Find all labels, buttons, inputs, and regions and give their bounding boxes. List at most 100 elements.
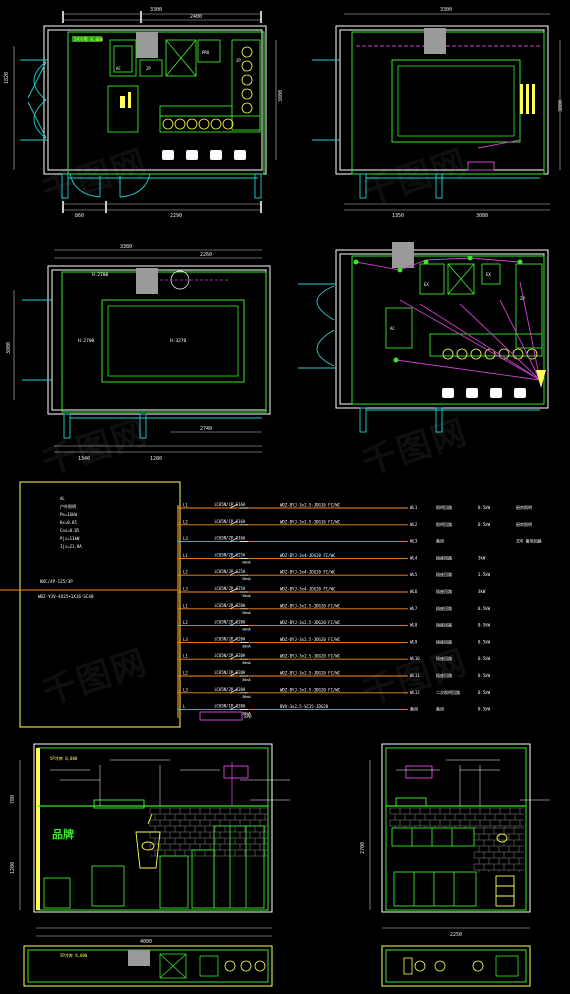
circuit-breaker: iC65N/2P C20A xyxy=(214,636,246,641)
circuit-breaker: iC65N/2P C20A xyxy=(214,620,246,625)
plan-c-dim-top-2: 2260 xyxy=(200,252,212,258)
circuit-id: WL9 xyxy=(410,639,418,644)
plan-b-ceiling-plan: 3300 1350 3080 3800 xyxy=(312,7,564,219)
circuit-breaker-symbol xyxy=(229,638,248,643)
circuit-id: 备用 xyxy=(410,706,418,712)
plan-c-dim-top-1: 3380 xyxy=(120,244,132,250)
circuit-cable: WDZ-BYJ-3x2.5-JDG20 FC/WC xyxy=(280,637,341,642)
plan-c-ceiling-label-1: H:2700 xyxy=(92,272,109,278)
plan-b-dim-bottom-2: 3080 xyxy=(476,213,488,219)
circuit-name: 插座回路 xyxy=(436,571,452,577)
circuit-phase: L2 xyxy=(183,519,188,524)
panel-spec-line: Ijs=21.9A xyxy=(60,544,82,549)
circuit-cable: WDZ-BYJ-3x2.5-JDG20 FC/WC xyxy=(280,603,341,608)
elev-right-dim-bottom-1: 2250 xyxy=(450,932,462,938)
circuit-breaker: iC65N/2P C25A xyxy=(214,569,246,574)
circuit-cable: WDZ-BYJ-3x2.5-JDG16 FC/WC xyxy=(280,519,341,524)
plan-b-dim-side-1: 3800 xyxy=(558,100,564,112)
circuit-rcd: 30mA xyxy=(242,695,251,699)
circuit-id: WL5 xyxy=(410,572,418,577)
plan-c-ceiling-label-3: H:3270 xyxy=(170,338,187,344)
elevation-left-kitchen-wall: 780 1200 4000 xyxy=(10,743,290,945)
circuit-id: WL3 xyxy=(410,539,418,544)
circuit-name: 照明回路 xyxy=(436,521,452,527)
plan-b-dim-top-1: 3300 xyxy=(440,7,452,13)
circuit-phase: L1 xyxy=(183,503,188,508)
circuit-breaker-symbol xyxy=(229,604,248,610)
plan-d-equip-2: EX xyxy=(486,272,491,277)
circuit-breaker-symbol xyxy=(229,587,248,593)
circuit-name: 插座回路 xyxy=(436,672,452,678)
circuit-cable: WDZ-BYJ-3x4-JDG20 FC/WC xyxy=(280,570,336,575)
circuit-breaker: iC65N/2P C25A xyxy=(214,552,246,557)
circuit-load: 0.5kW xyxy=(478,656,491,661)
circuit-load: 3kW xyxy=(478,589,486,594)
plan-c-dim-bottom-3: 2740 xyxy=(200,426,212,432)
circuit-phase: L3 xyxy=(183,637,188,642)
panel-incoming-cable: WDZ-YJV-4X25+1X16-SC40 xyxy=(38,594,94,599)
circuit-breaker: iC65N/1P C20A xyxy=(214,704,246,709)
panel-circuit-rows: L1 iC65N/1P C16A WDZ-BYJ-3x2.5-JDG16 FC/WC… xyxy=(178,502,542,716)
panel-spd-label: SPD xyxy=(244,714,252,719)
elev-left-logo: 品牌 xyxy=(52,827,74,841)
circuit-name: 插座回路 xyxy=(436,588,452,594)
circuit-load: 0.5kW xyxy=(478,505,491,510)
circuit-rcd: 30mA xyxy=(242,577,251,581)
circuit-rcd: 30mA xyxy=(242,678,251,682)
plan-c-ceiling-height-plan: 3380 2260 1340 1280 2740 3800 H:2700 H:2… xyxy=(6,244,271,462)
circuit-breaker-symbol xyxy=(229,520,248,526)
panel-spec-lines: AL户外照明Pe=16kWKx=0.85Cos=0.85Pjs=11kWIjs=… xyxy=(60,496,82,549)
circuit-breaker: iC65N/2P C20A xyxy=(214,603,246,608)
panel-spec-line: 户外照明 xyxy=(60,503,76,509)
circuit-name: 插座回路 xyxy=(436,622,452,628)
circuit-note: JDG 备用回路 xyxy=(516,538,542,544)
circuit-name: 照明回路 xyxy=(436,504,452,510)
circuit-id: WL6 xyxy=(410,589,418,594)
elev-left-dim-side-2: 1200 xyxy=(10,862,16,874)
circuit-load: 0.5kW xyxy=(478,690,491,695)
circuit-load: 0.5kW xyxy=(478,639,491,644)
circuit-breaker-symbol xyxy=(229,503,248,509)
plan-c-dim-bottom-1: 1340 xyxy=(78,456,90,462)
circuit-breaker: iC65N/1P C16A xyxy=(214,519,246,524)
circuit-rcd: 30mA xyxy=(242,611,251,615)
circuit-load: 0.5kW xyxy=(478,707,491,712)
circuit-id: WL2 xyxy=(410,522,418,527)
circuit-breaker: iC65N/2P C25A xyxy=(214,586,246,591)
circuit-load: 0.5kW xyxy=(478,606,491,611)
plan-c-dim-bottom-2: 1280 xyxy=(150,456,162,462)
plan-a-dim-top-1: 3300 xyxy=(150,7,162,13)
circuit-phase: L3 xyxy=(183,587,188,592)
circuit-breaker-symbol xyxy=(229,570,248,576)
plan-a-dim-bottom-2: 2290 xyxy=(170,213,182,219)
circuit-phase: L2 xyxy=(183,570,188,575)
plan-a-dim-side-2: 3800 xyxy=(278,90,284,102)
circuit-id: WL11 xyxy=(410,673,420,678)
plan-a-equip-3: PRO xyxy=(202,50,210,55)
circuit-rcd: 30mA xyxy=(242,644,251,648)
bottom-plan-strip-right xyxy=(381,945,531,987)
circuit-cable: WDZ-BYJ-3x4-JDG20 FC/WC xyxy=(280,587,336,592)
elev-right-dim-side-1: 2700 xyxy=(360,842,366,854)
plan-c-dim-side-1: 3800 xyxy=(6,342,12,354)
circuit-breaker-symbol xyxy=(229,621,248,626)
circuit-breaker-symbol xyxy=(229,654,248,660)
circuit-cable: WDZ-BYJ-3x2.5-JDG20 FC/WC xyxy=(280,687,341,692)
circuit-phase: L3 xyxy=(183,536,188,541)
plan-d-equip-3: AC xyxy=(390,326,395,331)
circuit-cable: WDZ-BYJ-3x2.5-JDG16 FC/WC xyxy=(280,503,341,508)
plan-c-ceiling-label-2: H:2700 xyxy=(78,338,95,344)
plan-a-equip-2: 2P xyxy=(146,66,151,71)
plan-d-equip-4: 2P xyxy=(520,296,525,301)
circuit-load: 0.5kW xyxy=(478,623,491,628)
circuit-load: 3.5kW xyxy=(478,572,491,577)
circuit-breaker: iC65N/2P C20A xyxy=(214,653,246,658)
circuit-rcd: 30mA xyxy=(242,628,251,632)
panel-spec-line: Pjs=11kW xyxy=(60,536,80,541)
circuit-phase: L1 xyxy=(183,654,188,659)
plan-d-equip-1: EX xyxy=(424,282,429,287)
circuit-phase: L2 xyxy=(183,671,188,676)
circuit-id: WL8 xyxy=(410,623,418,628)
